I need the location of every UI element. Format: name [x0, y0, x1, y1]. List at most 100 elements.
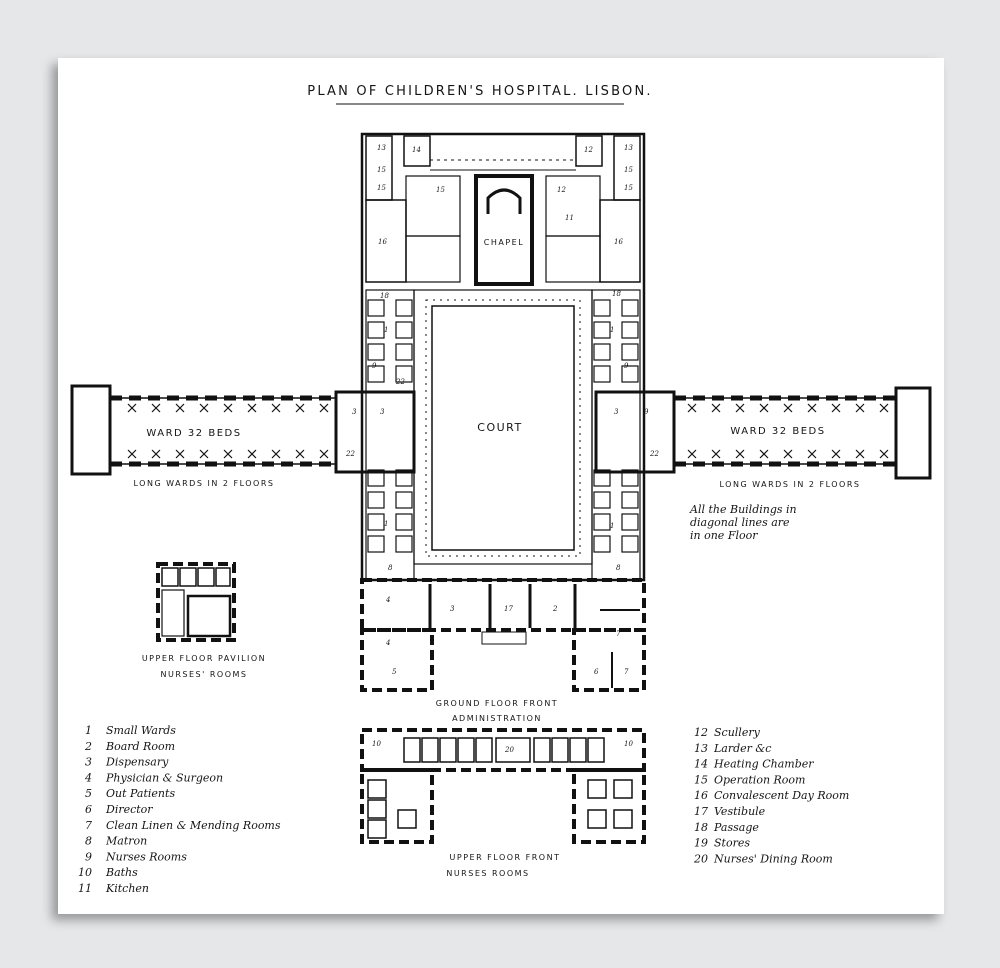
legend-text: Stores [714, 837, 750, 850]
nurse-room [367, 779, 387, 799]
legend-text: Convalescent Day Room [714, 789, 849, 802]
legend-text: Baths [105, 866, 138, 879]
upper-floor-label-1: UPPER FLOOR FRONT [450, 853, 561, 862]
small-room [621, 299, 639, 317]
legend-text: Scullery [714, 726, 761, 739]
room-number: 20 [504, 746, 514, 754]
small-room [593, 469, 611, 487]
bed-mark [271, 449, 281, 459]
nurse-room [569, 737, 587, 763]
small-room [395, 535, 413, 553]
room-number: 22 [345, 450, 355, 458]
legend-text: Physician & Surgeon [105, 771, 223, 784]
legend-number: 15 [694, 773, 708, 786]
legend-number: 11 [78, 882, 92, 895]
small-room [593, 299, 611, 317]
room-number: 8 [616, 564, 621, 572]
ward-right-label: WARD 32 BEDS [730, 426, 825, 437]
room-number: 1 [610, 522, 614, 530]
nurse-room [475, 737, 493, 763]
small-room [395, 469, 413, 487]
bed-mark [855, 403, 865, 413]
small-room [621, 343, 639, 361]
room-number: 12 [584, 146, 593, 154]
small-room [593, 491, 611, 509]
legend-text: Director [105, 803, 153, 816]
small-room [621, 535, 639, 553]
bed-mark [247, 403, 257, 413]
small-room [395, 491, 413, 509]
small-room [395, 365, 413, 383]
bed-mark [687, 403, 697, 413]
bed-mark [199, 449, 209, 459]
small-room [621, 491, 639, 509]
legend-number: 7 [85, 819, 92, 832]
legend-number: 4 [84, 771, 92, 784]
room-number: 6 [594, 668, 599, 676]
bed-mark [783, 449, 793, 459]
legend-text: Clean Linen & Mending Rooms [106, 819, 281, 832]
bed-mark [855, 449, 865, 459]
room-number: 16 [614, 238, 623, 246]
small-room [367, 299, 385, 317]
room-number: 4 [385, 639, 390, 647]
bed-mark [831, 403, 841, 413]
bed-mark [175, 403, 185, 413]
legend-text: Passage [713, 821, 759, 834]
ground-floor-front: GROUND FLOOR FRONT ADMINISTRATION [360, 578, 646, 723]
court-label: COURT [477, 421, 522, 434]
legend-number: 2 [84, 740, 92, 753]
legend-number: 12 [694, 726, 708, 739]
bed-mark [783, 403, 793, 413]
room-number: 15 [624, 184, 633, 192]
upper-floor-pavilion: UPPER FLOOR PAVILION NURSES' ROOMS [142, 562, 265, 679]
bed-mark [735, 403, 745, 413]
bed-mark [199, 403, 209, 413]
room-number: 13 [624, 144, 633, 152]
room-number: 8 [388, 564, 393, 572]
room-number: 3 [450, 605, 455, 613]
bed-mark [295, 449, 305, 459]
legend-text: Matron [105, 835, 147, 848]
pavilion-label-2: NURSES' ROOMS [161, 670, 248, 679]
room-number: 12 [557, 186, 566, 194]
long-wards-right-label: LONG WARDS IN 2 FLOORS [719, 480, 860, 489]
small-room [395, 299, 413, 317]
small-room [367, 491, 385, 509]
room-number: 7 [616, 630, 621, 638]
note-line-1: All the Buildings in [689, 503, 797, 516]
nurse-room [613, 779, 633, 799]
small-room [367, 365, 385, 383]
nurse-room [421, 737, 439, 763]
legend-number: 6 [85, 803, 92, 816]
room-number: 16 [378, 238, 387, 246]
nurse-room [613, 809, 633, 829]
bed-mark [807, 403, 817, 413]
legend-number: 20 [693, 852, 708, 865]
small-room [395, 321, 413, 339]
bed-mark [127, 403, 137, 413]
room-number: 14 [412, 146, 421, 154]
small-room [621, 321, 639, 339]
room-number: 3 [380, 408, 385, 416]
legend-number: 3 [85, 756, 92, 769]
long-wards-left-label: LONG WARDS IN 2 FLOORS [133, 479, 274, 488]
room-number: 7 [624, 668, 629, 676]
bed-mark [687, 449, 697, 459]
small-room [367, 469, 385, 487]
small-room [621, 365, 639, 383]
bed-mark [151, 403, 161, 413]
room-number: 15 [436, 186, 445, 194]
legend-text: Out Patients [106, 787, 175, 800]
legend-text: Board Room [105, 740, 175, 753]
bed-mark [319, 403, 329, 413]
bed-mark [223, 403, 233, 413]
legend-number: 14 [694, 758, 708, 771]
bed-mark [807, 449, 817, 459]
bed-mark [151, 449, 161, 459]
small-room [593, 535, 611, 553]
legend-number: 18 [694, 821, 708, 834]
